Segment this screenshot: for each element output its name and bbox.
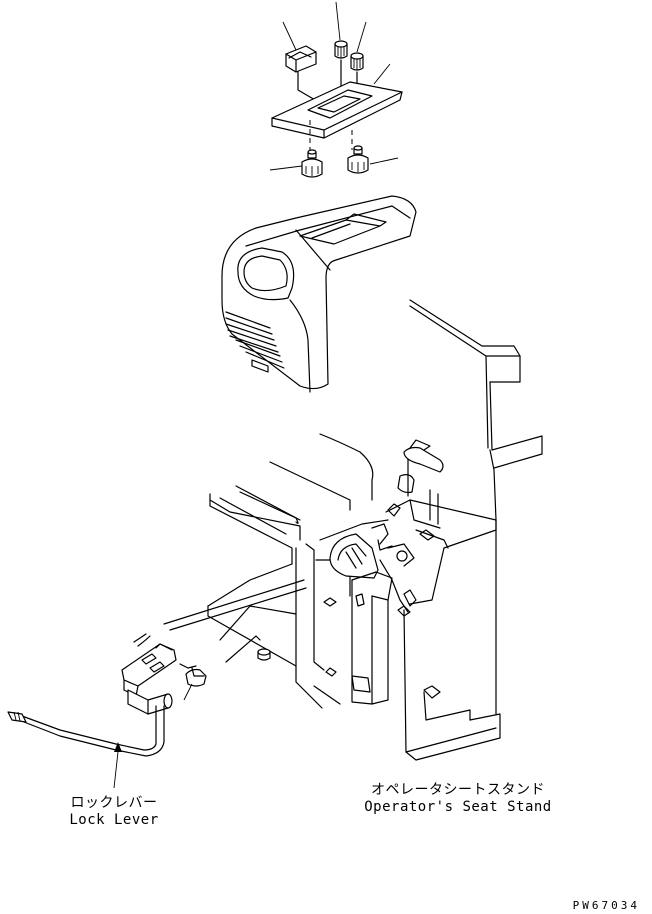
- knob-left: [335, 41, 347, 58]
- console-cover: [222, 196, 416, 392]
- drawing-code: PW67034: [572, 899, 640, 912]
- leader-line-rocker-switch: [283, 22, 296, 50]
- knob-right: [351, 53, 363, 70]
- lock-lever-label: ロックレバー Lock Lever: [44, 792, 184, 828]
- seat-stand: [330, 440, 500, 760]
- link-rod: [164, 580, 306, 630]
- leader-line-panel: [374, 64, 390, 84]
- rotary-switch-right: [348, 146, 368, 173]
- seat-stand-label-en: Operator's Seat Stand: [364, 799, 552, 815]
- lock-lever-label-jp: ロックレバー: [70, 795, 158, 811]
- seat-stand-label: オペレータシートスタンド Operator's Seat Stand: [358, 779, 558, 815]
- bolt: [180, 664, 206, 700]
- assembly-line: [310, 120, 352, 150]
- leader-line-rotary-left: [270, 166, 302, 170]
- lock-lever-label-en: Lock Lever: [69, 812, 159, 828]
- leader-line-knob-left: [336, 2, 340, 40]
- leader-line-knob-right: [357, 22, 366, 52]
- lock-lever: [8, 634, 206, 756]
- lock-lever-arrow: [114, 742, 122, 788]
- leader-line-rotary-right: [370, 158, 398, 164]
- rocker-switch: [286, 46, 316, 72]
- base-frame: [208, 300, 542, 708]
- switch-panel-group: [270, 2, 402, 177]
- seat-stand-label-jp: オペレータシートスタンド: [371, 782, 545, 798]
- rotary-switch-left: [302, 150, 322, 177]
- switch-panel-plate: [272, 82, 402, 138]
